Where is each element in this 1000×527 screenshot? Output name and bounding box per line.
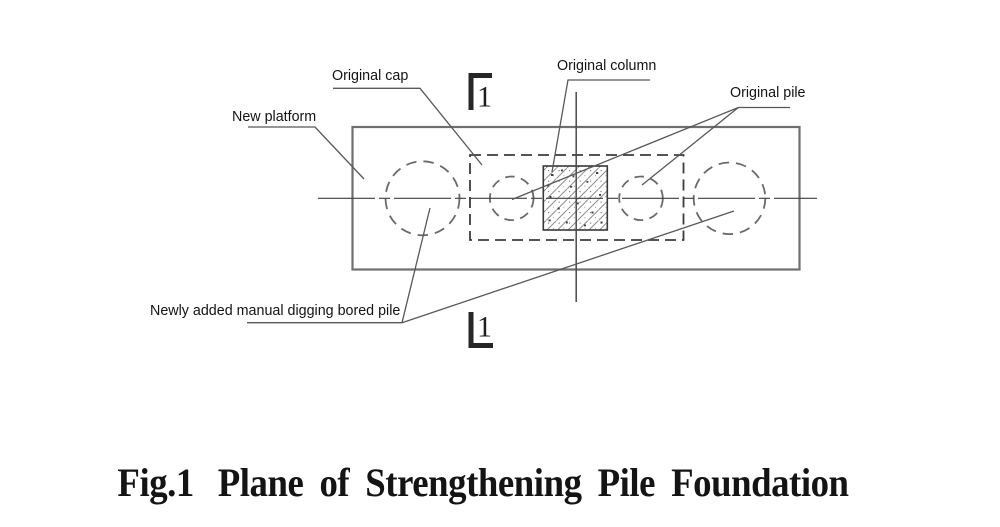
section-mark-bottom-bracket-icon [468, 312, 493, 348]
label-original-cap: Original cap [332, 68, 408, 84]
section-number-top: 1 [477, 81, 492, 114]
label-new-platform: New platform [232, 109, 316, 125]
new-platform-leader [248, 126, 365, 180]
new-pile-leader-right [401, 210, 735, 324]
caption-figure-number: Fig.1 [117, 460, 194, 505]
section-mark-top-bracket-icon [468, 73, 492, 110]
section-number-bottom: 1 [477, 311, 492, 344]
figure-caption: Fig.1 Plane of Strengthening Pile Founda… [39, 459, 928, 506]
section-mark-top: 1 [468, 73, 492, 114]
caption-title: Plane of Strengthening Pile Foundation [217, 460, 849, 505]
concrete-speckles [547, 169, 603, 227]
section-mark-bottom: 1 [468, 311, 493, 348]
original-cap-leader [333, 87, 483, 166]
original-column-leader [551, 79, 650, 173]
label-original-pile: Original pile [730, 85, 806, 101]
original-pile-leader-right [641, 106, 739, 186]
label-newly-added-pile: Newly added manual digging bored pile [150, 303, 400, 319]
label-original-column: Original column [557, 58, 656, 74]
